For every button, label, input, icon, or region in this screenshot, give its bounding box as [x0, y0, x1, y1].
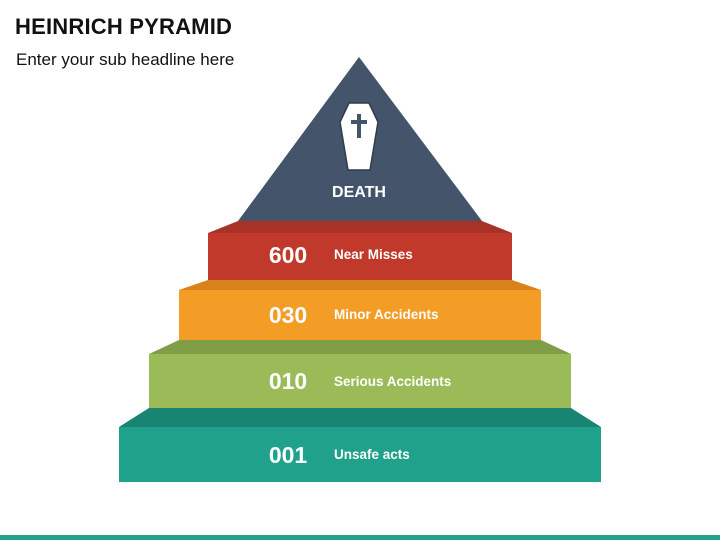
- pyramid-tier-unsafe-acts: 001 Unsafe acts: [119, 408, 601, 482]
- page-title: HEINRICH PYRAMID: [15, 14, 233, 39]
- tier-top-face: [208, 221, 512, 233]
- apex-label: DEATH: [332, 184, 386, 201]
- tier-front-face: [208, 233, 512, 280]
- tier-front-face: [119, 427, 601, 482]
- pyramid-tier-minor-accidents: 030 Minor Accidents: [179, 280, 541, 340]
- footer-accent-bar: [0, 535, 720, 540]
- tier-top-face: [119, 408, 601, 427]
- tier-number: 600: [269, 242, 307, 268]
- pyramid-apex: DEATH: [238, 57, 482, 221]
- tier-front-face: [179, 290, 541, 340]
- pyramid-tier-near-misses: 600 Near Misses: [208, 221, 512, 280]
- tier-label: Serious Accidents: [334, 374, 451, 389]
- tier-number: 010: [269, 368, 307, 394]
- tier-number: 001: [269, 442, 308, 468]
- tier-number: 030: [269, 302, 307, 328]
- tier-top-face: [149, 340, 571, 354]
- page-subtitle: Enter your sub headline here: [16, 50, 235, 69]
- tier-label: Minor Accidents: [334, 307, 439, 322]
- tier-front-face: [149, 354, 571, 408]
- tier-label: Near Misses: [334, 247, 413, 262]
- coffin-icon: [339, 102, 379, 171]
- pyramid-tier-serious-accidents: 010 Serious Accidents: [149, 340, 571, 408]
- tier-label: Unsafe acts: [334, 447, 410, 462]
- tier-top-face: [179, 280, 541, 290]
